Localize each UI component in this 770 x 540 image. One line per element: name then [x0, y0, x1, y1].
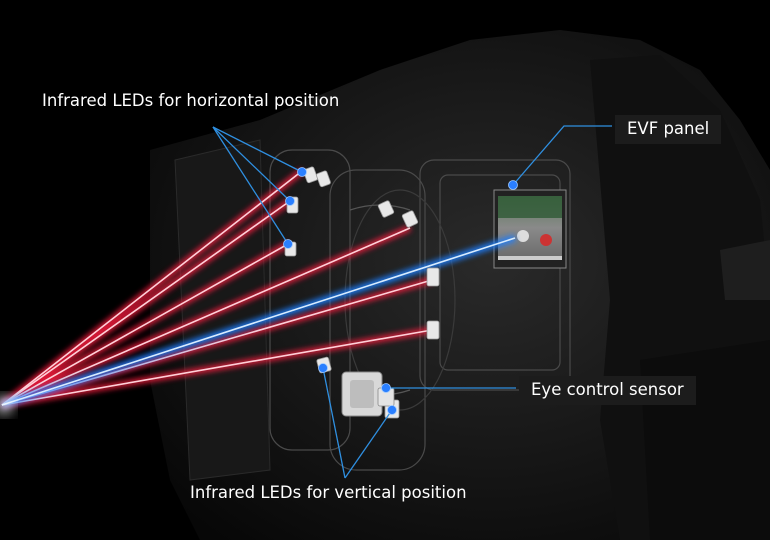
- led-icon: [426, 320, 440, 340]
- led-icon: [426, 267, 440, 287]
- callout-dot: [283, 239, 293, 249]
- led-icon: [377, 200, 395, 218]
- ir-beam: [1, 329, 433, 406]
- evf-screen: [493, 189, 567, 269]
- camera-body: [150, 30, 770, 540]
- callout-lines: [212, 125, 612, 479]
- ir-beam: [1, 227, 411, 406]
- ir-beam: [1, 170, 303, 406]
- led-icon: [303, 166, 318, 184]
- label-evf-panel: EVF panel: [615, 115, 722, 144]
- callout-dot: [508, 180, 518, 190]
- callout-dot: [318, 363, 328, 373]
- callout-dot: [297, 167, 307, 177]
- led-icon: [401, 210, 419, 228]
- label-eye-control-sensor: Eye control sensor: [519, 376, 696, 405]
- led-icon: [316, 170, 331, 188]
- callout-dot: [387, 405, 397, 415]
- label-vertical-leds: Infrared LEDs for vertical position: [190, 483, 467, 502]
- sensor-beam: [0, 234, 517, 409]
- callout-dots: [283, 167, 518, 415]
- callout-dot: [381, 383, 391, 393]
- ir-beam: [1, 200, 291, 406]
- callout-dot: [285, 196, 295, 206]
- ir-beam: [1, 243, 289, 406]
- eye-control-sensor: [341, 371, 395, 417]
- label-horizontal-leds: Infrared LEDs for horizontal position: [42, 91, 340, 110]
